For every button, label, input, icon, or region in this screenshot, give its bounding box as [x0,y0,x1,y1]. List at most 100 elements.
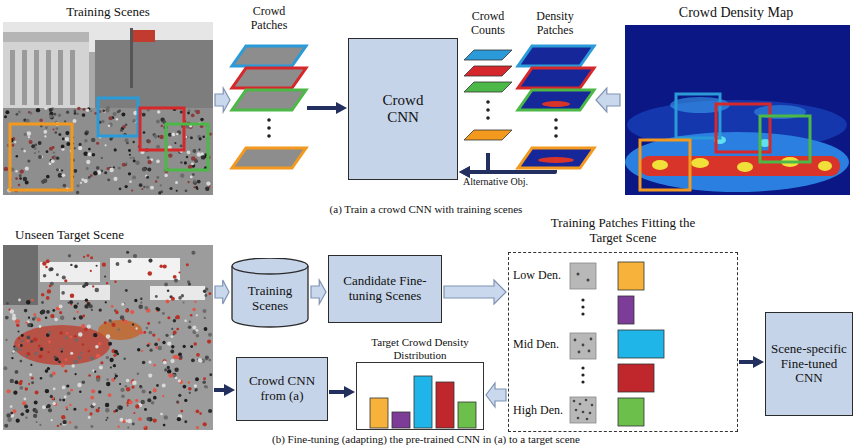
training-scene-photo [133,30,155,42]
density-patch-stack [518,68,594,88]
crowd-dots [52,156,55,159]
crowd-dots [157,110,161,114]
crowd-dots [171,133,175,137]
crowd-dots [173,319,176,322]
crowd-dots [195,377,199,381]
ellipsis-dots [581,366,584,369]
crowd-dots [70,264,72,266]
crowd-dots [170,359,174,363]
crowd-dots [62,174,66,178]
crowd-dots [111,305,114,308]
density-patch-stack [518,46,594,168]
thumbnail-people [589,412,592,415]
crowd-dots [3,366,7,370]
crowd-dots [58,133,61,136]
thumbnail-people [573,273,594,421]
crowd-dots [98,390,101,393]
density-histogram-bars [370,376,476,428]
density-patch-stack [518,148,594,168]
crowd-patch-stack [232,90,306,110]
crowd-dots [171,328,173,330]
crowd-dots [96,166,100,170]
patch-frames [98,98,138,136]
crowd-dots [127,405,129,407]
scene-photo: Unseen Target Scene [3,226,213,430]
crowd-dots [113,112,117,116]
crowd-dots [88,148,91,151]
crowd-dots [139,183,143,187]
crowd-dots [79,143,82,146]
crowd-dots [46,296,50,300]
crowd-dots [174,368,178,372]
crowd-dots [16,324,20,328]
crowd-dots [42,405,46,409]
crowd-dots [74,147,76,149]
crowd-dots [91,309,93,311]
training-scene-photo [3,32,89,42]
crowd-dots [105,301,107,303]
crowd-dots [24,133,27,136]
crowd-dots [33,414,37,418]
crowd-dots [18,299,21,302]
crowd-density-map [625,25,850,195]
crowd-dots [135,299,138,302]
crowd-dots [109,358,113,362]
crowd-dots [117,110,120,113]
crowd-dots [165,334,168,337]
crowd-dots [84,328,88,332]
crowd-dots [183,301,185,303]
crowd-dots [28,317,30,319]
crowd-dots [203,290,206,293]
crowd-dots [47,404,51,408]
crowd-dots [147,167,151,171]
density-map: Crowd Density Map [622,3,850,197]
crowd-dots [119,418,123,422]
crowd-dots [91,389,95,393]
crowd-dots [155,295,158,298]
crowd-dots [3,106,212,430]
crowd-dots [61,415,65,419]
fitting-patch-bars [618,398,644,426]
crowd-dots [132,157,135,160]
crowd-dots [186,136,189,139]
database-cylinder: Training Scenes [231,258,309,328]
crowd-dots [170,350,174,354]
crowd-dots [180,144,183,147]
crowd-dots [140,298,143,301]
fitting-patch-bars [618,330,664,358]
crowd-dots [106,382,110,386]
crowd-dots [177,417,181,421]
crowd-dots [59,304,63,308]
crowd-dots [42,261,46,265]
crowd-dots [39,354,43,358]
crowd-dots [196,426,199,429]
crowd-dots [118,167,121,170]
crowd-dots [191,162,194,165]
crowd-dots [121,303,124,306]
crowd-dots [39,325,42,328]
crowd-dots [138,417,142,421]
crowd-dots [18,337,20,339]
crowd-patch-stack [232,46,306,168]
training-scene-photo [10,50,15,105]
crowd-dots [74,110,77,113]
crowd-dots [187,151,191,155]
crowd-dots [204,327,208,331]
crowd-dots [141,350,143,352]
crowd-dots [36,108,40,112]
crowd-dots [89,412,92,415]
crowd-dots [195,389,197,391]
crowd-dots [125,289,128,292]
crowd-dots [183,345,186,348]
crowd-dots [73,119,77,123]
crowd-dots [88,176,91,179]
crowd-dots [159,265,162,268]
crowd-dots [58,360,61,363]
histogram-heading: Target Crowd Density Distribution [360,336,480,361]
crowd-dots [44,107,47,110]
thumbnail-people [579,403,582,406]
crowd-dots [69,300,73,304]
crowd-dots [180,174,184,178]
crowd-dots [132,175,136,179]
crowd-dots [125,185,128,188]
